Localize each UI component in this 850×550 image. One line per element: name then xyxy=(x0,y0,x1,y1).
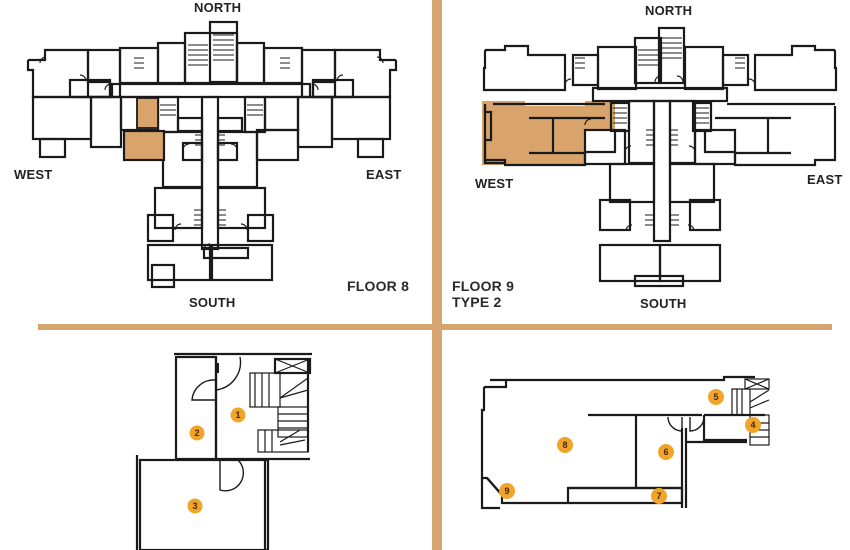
floor-9-plan: NORTH WEST EAST SOUTH FLOOR 9 TYPE 2 xyxy=(425,0,850,320)
room-badge-4: 4 xyxy=(745,417,761,433)
floor-9-unit-plan: 4 5 6 7 8 9 xyxy=(442,330,850,550)
floor-8-unit-outline: 1 2 3 xyxy=(135,352,312,550)
room-badge-2: 2 xyxy=(189,425,205,441)
svg-text:3: 3 xyxy=(192,501,197,511)
room-badge-3: 3 xyxy=(187,498,203,514)
floor-8-unit-plan: 1 2 3 xyxy=(0,330,430,550)
floor-8-east-label: EAST xyxy=(366,167,402,182)
floor-9-title-line2: TYPE 2 xyxy=(452,294,502,310)
room-badge-8: 8 xyxy=(557,437,573,453)
room-badge-7: 7 xyxy=(651,488,667,504)
room-badge-9: 9 xyxy=(499,483,515,499)
floor-8-north-label: NORTH xyxy=(194,0,242,15)
floor-8-highlighted-unit xyxy=(122,97,166,162)
svg-text:7: 7 xyxy=(656,491,661,501)
svg-text:1: 1 xyxy=(235,410,240,420)
floor-8-building-outline xyxy=(26,20,398,289)
horizontal-divider xyxy=(38,324,832,330)
floor-9-north-label: NORTH xyxy=(645,3,693,18)
floor-8-south-label: SOUTH xyxy=(189,295,236,310)
room-badge-6: 6 xyxy=(658,444,674,460)
svg-text:8: 8 xyxy=(562,440,567,450)
floor-9-south-label: SOUTH xyxy=(640,296,687,311)
svg-text:9: 9 xyxy=(504,486,509,496)
floor-9-building-outline xyxy=(482,26,838,288)
room-badge-5: 5 xyxy=(708,389,724,405)
floor-9-highlighted-unit xyxy=(482,101,615,165)
floor-8-west-label: WEST xyxy=(14,167,53,182)
room-badge-1: 1 xyxy=(230,407,246,423)
floor-9-east-label: EAST xyxy=(807,172,843,187)
svg-text:4: 4 xyxy=(750,420,755,430)
floor-8-plan: NORTH WEST EAST SOUTH FLOOR 8 xyxy=(0,0,425,320)
svg-text:6: 6 xyxy=(663,447,668,457)
svg-text:5: 5 xyxy=(713,392,718,402)
floor-9-west-label: WEST xyxy=(475,176,514,191)
svg-text:2: 2 xyxy=(194,428,199,438)
floor-9-title-line1: FLOOR 9 xyxy=(452,278,515,294)
floor-8-title: FLOOR 8 xyxy=(347,278,410,294)
vertical-divider xyxy=(432,0,442,550)
floor-9-unit-outline: 4 5 6 7 8 9 xyxy=(480,375,770,510)
